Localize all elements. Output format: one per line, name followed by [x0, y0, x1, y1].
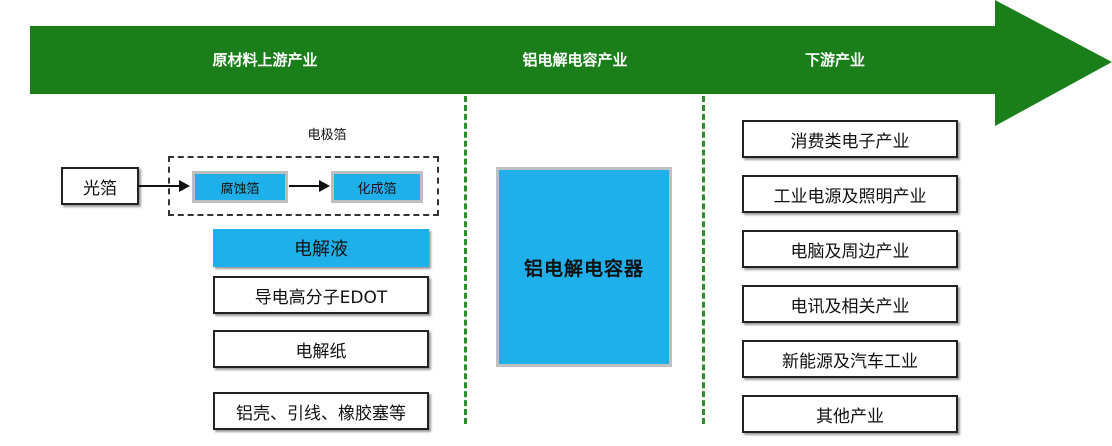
arrow-to-formed — [289, 180, 330, 192]
downstream-box-power: 工业电源及照明产业 — [742, 175, 958, 213]
source-foil-box: 光箔 — [61, 167, 139, 205]
divider-midstream-downstream — [702, 96, 705, 424]
material-box-paper: 电解纸 — [213, 330, 429, 368]
stage-upstream-label: 原材料上游产业 — [212, 51, 318, 69]
stage-downstream-label: 下游产业 — [804, 51, 865, 69]
downstream-box-new-energy: 新能源及汽车工业 — [742, 340, 958, 378]
electrolyte-box: 电解液 — [213, 229, 429, 267]
formed-foil-box: 化成箔 — [331, 171, 423, 203]
arrow-to-etched — [139, 180, 190, 192]
downstream-box-computer: 电脑及周边产业 — [742, 230, 958, 268]
material-box-shell: 铝壳、引线、橡胶塞等 — [213, 392, 429, 430]
electrode-foil-title: 电极箔 — [307, 128, 347, 143]
stage-midstream-label: 铝电解电容产业 — [522, 51, 628, 69]
downstream-box-consumer: 消费类电子产业 — [742, 120, 958, 158]
material-box-edot: 导电高分子EDOT — [213, 276, 429, 314]
divider-upstream-midstream — [464, 96, 467, 424]
downstream-box-telecom: 电讯及相关产业 — [742, 285, 958, 323]
etched-foil-box: 腐蚀箔 — [192, 171, 288, 203]
downstream-box-other: 其他产业 — [742, 395, 958, 433]
capacitor-product-box: 铝电解电容器 — [496, 167, 672, 367]
